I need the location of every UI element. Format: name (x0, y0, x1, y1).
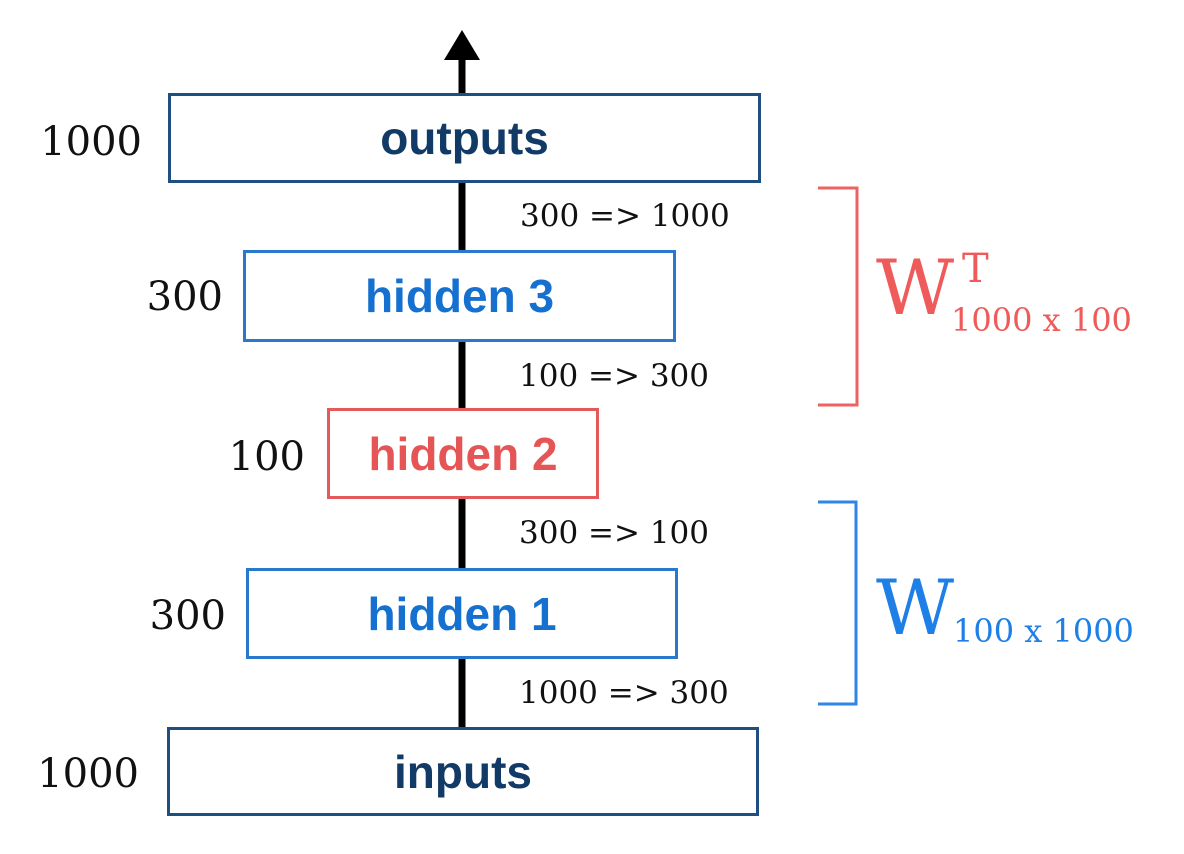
transition-inputs-hidden1: 1000 => 300 (519, 675, 729, 711)
transition-hidden3-outputs: 300 => 1000 (520, 198, 730, 234)
size-inputs: 1000 (37, 751, 139, 797)
layer-outputs: outputs (168, 93, 761, 183)
decoder-weight-subscript: 1000 x 100 (951, 301, 1132, 339)
layer-outputs-label: outputs (380, 112, 549, 164)
layer-inputs-label: inputs (394, 745, 532, 798)
size-hidden-3: 300 (146, 274, 223, 320)
layer-hidden-2-label: hidden 2 (368, 427, 558, 480)
size-hidden-2: 100 (228, 434, 305, 480)
encoder-weight-symbol: W (876, 563, 955, 652)
transition-hidden2-hidden3: 100 => 300 (519, 358, 709, 394)
layer-inputs: inputs (167, 727, 759, 816)
encoder-weight-subscript: 100 x 1000 (953, 612, 1134, 650)
size-outputs: 1000 (40, 119, 142, 165)
decoder-weight-label: W (876, 250, 954, 326)
decoder-weight-superscript: T (962, 246, 989, 292)
encoder-weight-label: W (876, 570, 954, 646)
layer-hidden-1-label: hidden 1 (367, 587, 557, 640)
up-arrow-icon (444, 30, 480, 60)
layer-hidden-3: hidden 3 (243, 250, 676, 342)
encoder-bracket (818, 500, 858, 706)
layer-hidden-1: hidden 1 (246, 568, 678, 659)
decoder-bracket (818, 186, 859, 407)
layer-hidden-3-label: hidden 3 (364, 270, 555, 322)
layer-hidden-2: hidden 2 (327, 408, 599, 499)
size-hidden-1: 300 (149, 593, 226, 639)
decoder-weight-symbol: W (876, 243, 955, 332)
transition-hidden1-hidden2: 300 => 100 (519, 515, 709, 551)
